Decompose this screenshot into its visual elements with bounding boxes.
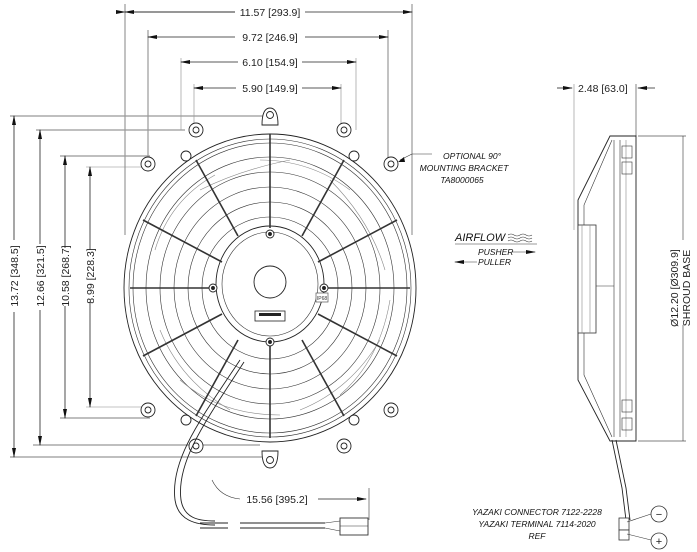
bracket-note-line3: TA8000065	[440, 175, 484, 185]
horizontal-dimensions	[116, 4, 413, 235]
dim-mount-width-mid: 6.10 [154.9]	[242, 57, 298, 69]
wire-harness	[174, 359, 241, 526]
dim-mount-width-outer: 9.72 [246.9]	[242, 32, 298, 44]
dim-shroud-diameter: Ø12.20 [Ø309.9]	[669, 249, 681, 327]
dim-mount-width-inner: 5.90 [149.9]	[242, 83, 298, 95]
connector-note-line2: YAZAKI TERMINAL 7114-2020	[478, 519, 596, 529]
dim-overall-width: 11.57 [293.9]	[240, 7, 301, 19]
ip-rating-box	[315, 292, 329, 303]
negative-symbol: −	[656, 509, 662, 521]
positive-symbol: +	[656, 536, 662, 548]
fan-front-view	[123, 107, 417, 526]
wire-length-dimension	[200, 479, 370, 536]
side-connector-icon	[618, 517, 630, 531]
fan-side-view	[557, 84, 686, 550]
airflow-title: AIRFLOW	[454, 232, 507, 244]
dim-height-outer: 12.66 [321.5]	[35, 245, 47, 306]
bracket-note-line1: OPTIONAL 90°	[443, 151, 502, 161]
ip-rating-label: IP68	[317, 296, 328, 302]
dim-height-inner: 8.99 [228.3]	[85, 248, 97, 304]
puller-label: PULLER	[478, 257, 511, 267]
positive-terminal-icon	[650, 532, 668, 550]
dim-depth: 2.48 [63.0]	[578, 83, 628, 95]
bracket-note-line2: MOUNTING BRACKET	[420, 163, 510, 173]
dim-overall-height: 13.72 [348.5]	[9, 245, 21, 306]
airflow-indicator: AIRFLOW PUSHER PULLER	[454, 232, 537, 267]
connector-note-line1: YAZAKI CONNECTOR 7122-2228	[472, 507, 602, 517]
connector-note-line3: REF	[529, 531, 547, 541]
airflow-waves-icon	[507, 233, 533, 243]
dim-shroud-caption: SHROUD BASE	[681, 250, 693, 326]
vertical-dimensions	[10, 115, 270, 458]
negative-terminal-icon	[650, 505, 668, 523]
dim-height-mid: 10.58 [268.7]	[60, 245, 72, 306]
pusher-label: PUSHER	[478, 247, 513, 257]
dim-wire-length: 15.56 [395.2]	[246, 494, 307, 506]
connector-plug-icon	[339, 517, 369, 536]
